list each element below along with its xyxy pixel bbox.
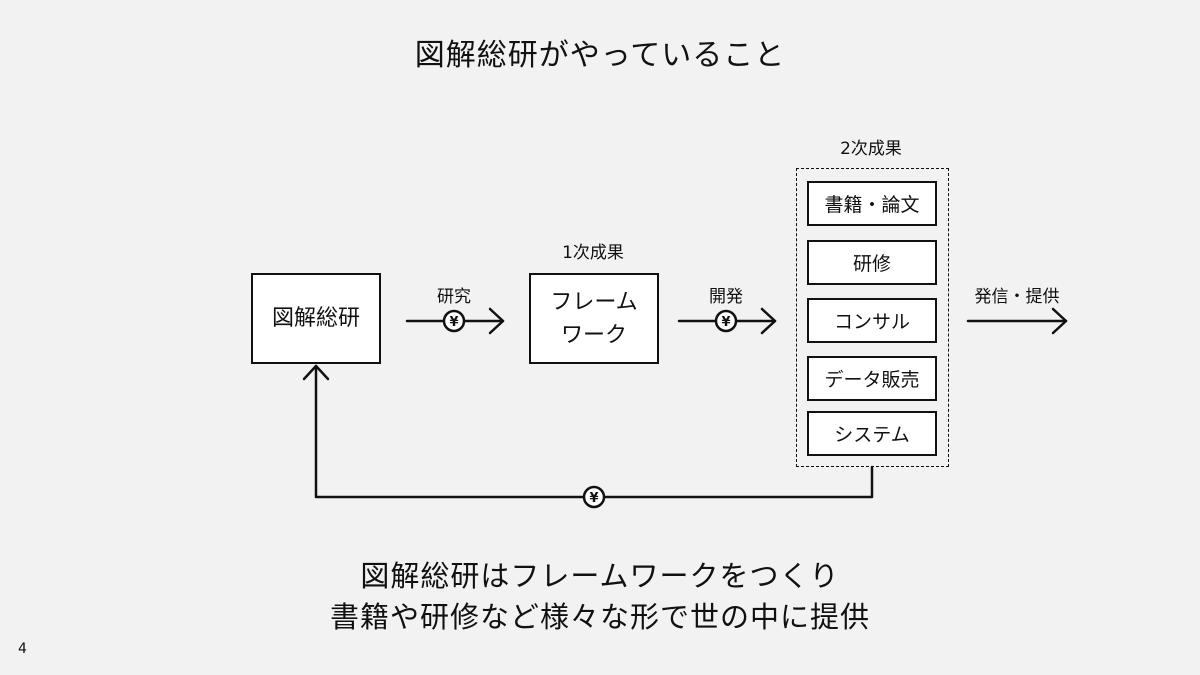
- output-training: 研修: [807, 240, 937, 285]
- output-consulting: コンサル: [807, 298, 937, 343]
- framework-label-line1: フレーム: [550, 289, 638, 315]
- yen-symbol-feedback: ¥: [589, 491, 598, 506]
- currency-circle-development: [714, 309, 738, 333]
- feedback-loop-line: [314, 364, 874, 499]
- page-title: 図解総研がやっていること: [414, 38, 786, 73]
- org-node-label: 図解総研: [271, 306, 360, 331]
- research-label: 研究: [437, 287, 471, 307]
- framework-node: フレーム ワーク: [529, 273, 659, 364]
- research-arrow-head: [488, 307, 505, 335]
- output-data-sales: データ販売: [807, 356, 937, 401]
- page-number: 4: [18, 641, 27, 657]
- distribution-arrow-head: [1051, 307, 1068, 335]
- outputs-group: [796, 168, 949, 467]
- distribution-label: 発信・提供: [974, 287, 1060, 307]
- yen-symbol-development: ¥: [721, 315, 730, 330]
- development-label: 開発: [709, 287, 743, 307]
- first-result-label: 1次成果: [562, 243, 624, 263]
- yen-symbol-research: ¥: [449, 315, 458, 330]
- output-books-papers: 書籍・論文: [807, 181, 937, 226]
- org-node: 図解総研: [251, 273, 381, 364]
- development-arrow-head: [760, 307, 777, 335]
- feedback-arrow-head: [302, 364, 330, 381]
- summary-line-1: 図解総研はフレームワークをつくり: [360, 559, 840, 593]
- summary-line-2: 書籍や研修など様々な形で世の中に提供: [329, 600, 870, 634]
- currency-circle-research: [442, 309, 466, 333]
- output-systems: システム: [807, 411, 937, 456]
- currency-circle-feedback: [582, 485, 606, 509]
- framework-label-line2: ワーク: [560, 322, 627, 348]
- second-result-label: 2次成果: [840, 139, 902, 159]
